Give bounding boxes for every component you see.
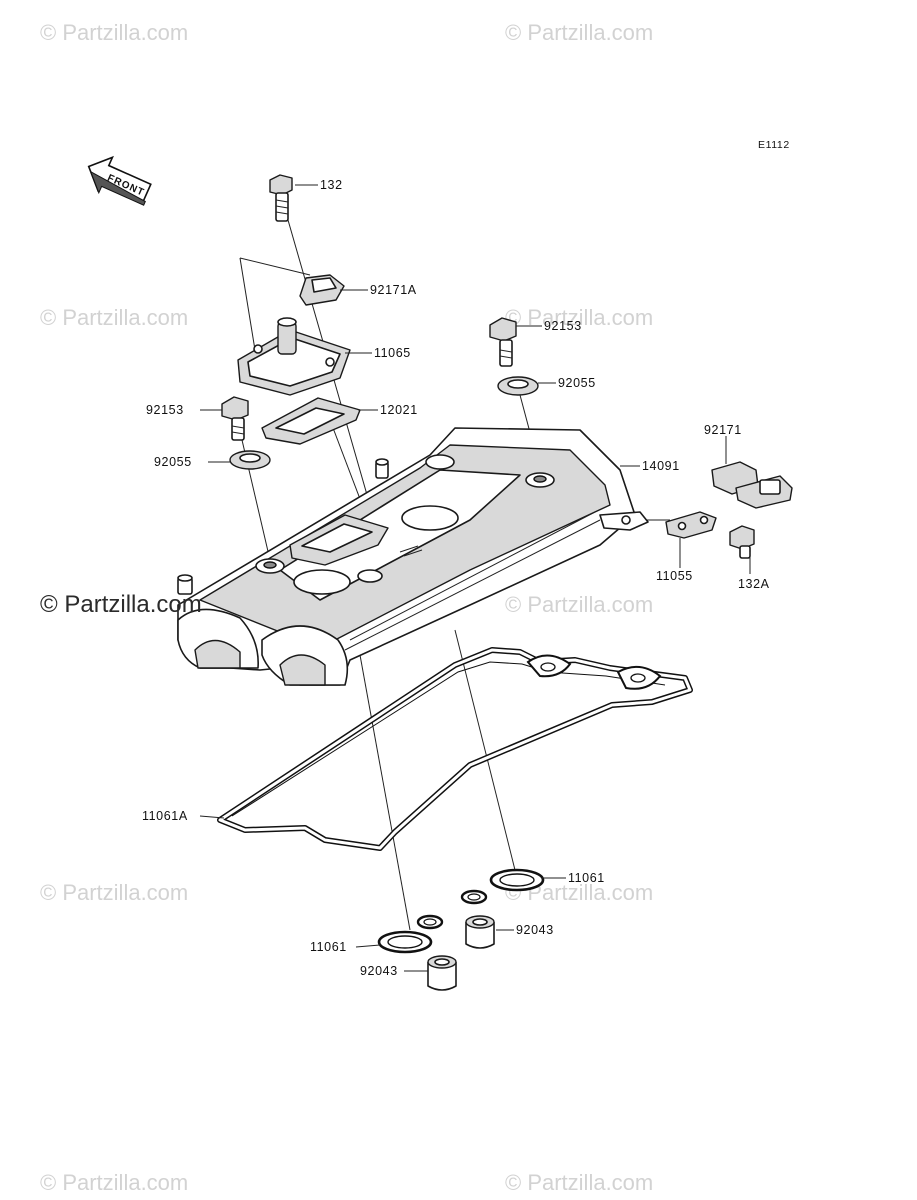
watermark-layer: © Partzilla.com © Partzilla.com © Partzi… bbox=[40, 20, 653, 1195]
watermark: © Partzilla.com bbox=[40, 880, 188, 905]
cylinder-head-cover-14091-icon bbox=[177, 427, 649, 686]
bolt-132-icon bbox=[269, 174, 293, 222]
breather-cover-11065-icon bbox=[237, 317, 351, 396]
washer-92055-icon bbox=[229, 450, 271, 470]
watermark: © Partzilla.com bbox=[505, 1170, 653, 1195]
callout-11061[interactable]: 11061 bbox=[310, 940, 347, 954]
callout-92153[interactable]: 92153 bbox=[146, 403, 184, 417]
watermark: © Partzilla.com bbox=[40, 1170, 188, 1195]
callout-92055[interactable]: 92055 bbox=[154, 455, 192, 469]
callout-132A[interactable]: 132A bbox=[738, 577, 770, 591]
front-arrow-icon: FRONT bbox=[87, 155, 152, 206]
callout-132[interactable]: 132 bbox=[320, 178, 343, 192]
plug-seal-11061-icon bbox=[460, 868, 545, 905]
callout-92153[interactable]: 92153 bbox=[544, 319, 582, 333]
callout-12021[interactable]: 12021 bbox=[380, 403, 418, 417]
callout-11055[interactable]: 11055 bbox=[656, 569, 693, 583]
callout-92043[interactable]: 92043 bbox=[516, 923, 554, 937]
bolt-92153-icon bbox=[489, 317, 517, 367]
collar-92043-icon bbox=[465, 915, 495, 949]
head-cover-gasket-11061A-icon bbox=[217, 647, 693, 851]
callout-11061[interactable]: 11061 bbox=[568, 871, 605, 885]
callout-92171[interactable]: 92171 bbox=[704, 423, 742, 437]
watermark: © Partzilla.com bbox=[505, 20, 653, 45]
bolt-92153-icon bbox=[221, 396, 249, 441]
clamp-92171A-icon bbox=[299, 274, 345, 306]
callout-92043[interactable]: 92043 bbox=[360, 964, 398, 978]
plug-seal-11061-icon bbox=[377, 914, 444, 954]
callout-92055[interactable]: 92055 bbox=[558, 376, 596, 390]
watermark: © Partzilla.com bbox=[505, 592, 653, 617]
clamp-92171-icon bbox=[711, 461, 793, 509]
callout-leaders bbox=[199, 184, 751, 972]
callout-labels: 132 92171A 11065 92153 92055 92153 12021… bbox=[142, 178, 770, 978]
diagram-code: E1112 bbox=[758, 139, 790, 151]
callout-11061A[interactable]: 11061A bbox=[142, 809, 188, 823]
bracket-11055-icon bbox=[665, 511, 717, 539]
callout-14091[interactable]: 14091 bbox=[642, 459, 680, 473]
callout-11065[interactable]: 11065 bbox=[374, 346, 411, 360]
gasket-12021-icon bbox=[261, 397, 361, 445]
watermark: © Partzilla.com bbox=[40, 20, 188, 45]
collar-92043-icon bbox=[427, 955, 457, 991]
watermark: © Partzilla.com bbox=[40, 305, 188, 330]
washer-92055-icon bbox=[497, 376, 539, 396]
bolt-132A-icon bbox=[729, 525, 755, 559]
callout-92171A[interactable]: 92171A bbox=[370, 283, 417, 297]
watermark-large: © Partzilla.com bbox=[40, 591, 202, 618]
